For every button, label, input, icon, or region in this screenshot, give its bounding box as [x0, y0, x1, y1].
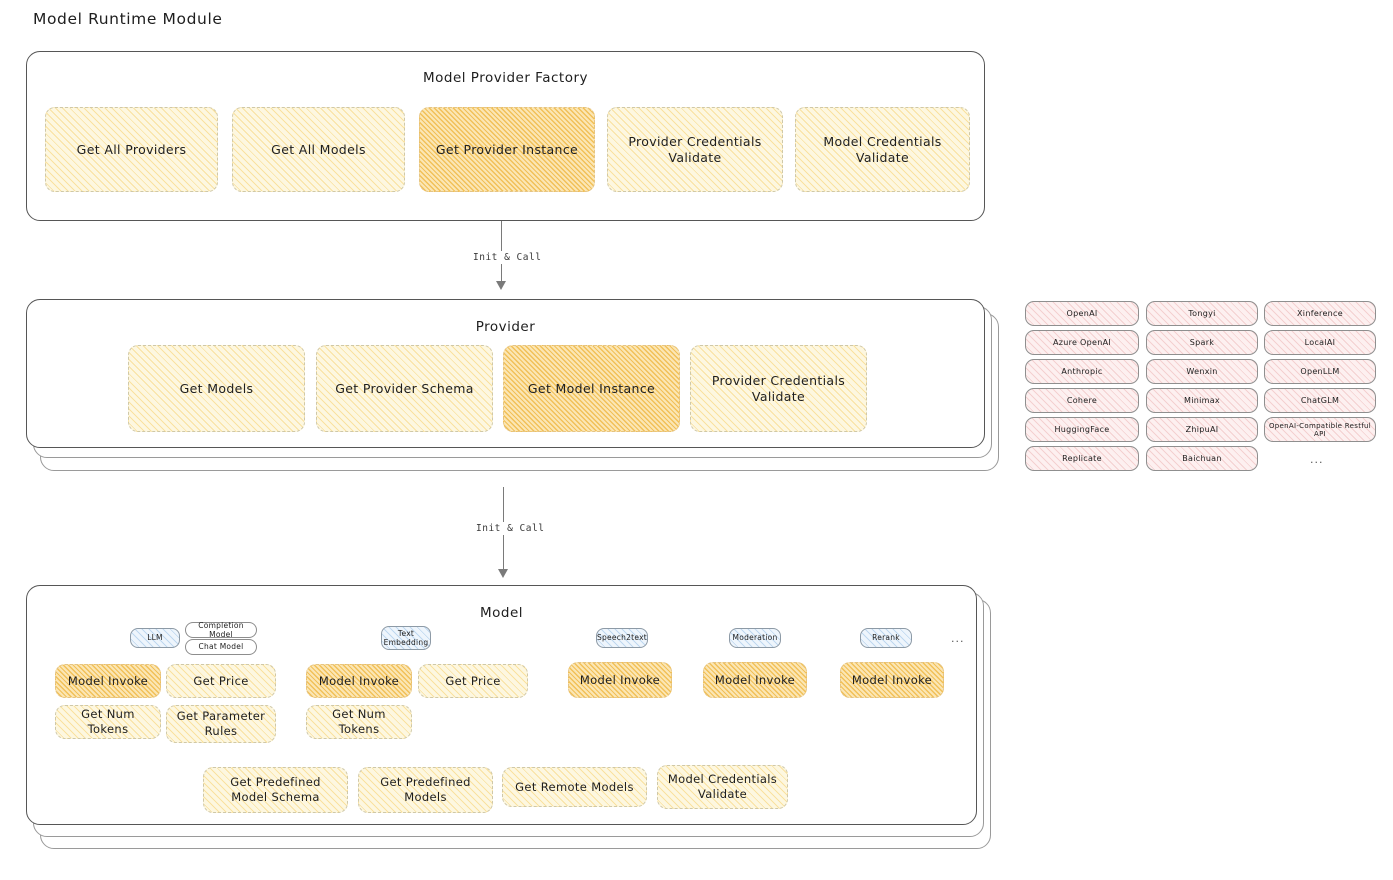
provider-chip-chatglm[interactable]: ChatGLM — [1264, 388, 1376, 413]
arrow-factory-to-provider-label: Init & Call — [470, 251, 545, 264]
node-text-embedding-model-invoke[interactable]: Model Invoke — [306, 664, 412, 698]
node-get-all-providers[interactable]: Get All Providers — [45, 107, 218, 192]
node-get-provider-instance[interactable]: Get Provider Instance — [419, 107, 595, 192]
node-model-credentials-validate[interactable]: Model Credentials Validate — [795, 107, 970, 192]
node-get-model-instance[interactable]: Get Model Instance — [503, 345, 680, 432]
provider-chip-anthropic[interactable]: Anthropic — [1025, 359, 1139, 384]
provider-list-more: ... — [1310, 453, 1324, 466]
node-provider-credentials-validate[interactable]: Provider Credentials Validate — [607, 107, 783, 192]
provider-chip-xinference[interactable]: Xinference — [1264, 301, 1376, 326]
model-subtype-chip-completion-model[interactable]: Completion Model — [185, 621, 257, 639]
provider-chip-openllm[interactable]: OpenLLM — [1264, 359, 1376, 384]
model-type-chip-moderation[interactable]: Moderation — [729, 628, 781, 648]
node-text-embedding-get-price[interactable]: Get Price — [418, 664, 528, 698]
node-get-models[interactable]: Get Models — [128, 345, 305, 432]
node-speech2text-model-invoke[interactable]: Model Invoke — [568, 662, 672, 698]
node-llm-model-invoke[interactable]: Model Invoke — [55, 664, 161, 698]
provider-chip-localai[interactable]: LocalAI — [1264, 330, 1376, 355]
node-get-remote-models[interactable]: Get Remote Models — [502, 767, 647, 807]
provider-chip-openai[interactable]: OpenAI — [1025, 301, 1139, 326]
node-llm-get-price[interactable]: Get Price — [166, 664, 276, 698]
provider-chip-tongyi[interactable]: Tongyi — [1146, 301, 1258, 326]
node-model-credentials-validate-2[interactable]: Model Credentials Validate — [657, 765, 788, 809]
provider-chip-cohere[interactable]: Cohere — [1025, 388, 1139, 413]
model-type-chip-llm[interactable]: LLM — [130, 628, 180, 648]
model-type-chip-speech2text[interactable]: Speech2text — [596, 628, 648, 648]
provider-chip-replicate[interactable]: Replicate — [1025, 446, 1139, 471]
provider-chip-baichuan[interactable]: Baichuan — [1146, 446, 1258, 471]
provider-chip-huggingface[interactable]: HuggingFace — [1025, 417, 1139, 442]
node-provider-credentials-validate-2[interactable]: Provider Credentials Validate — [690, 345, 867, 432]
provider-title: Provider — [475, 319, 536, 335]
model-title: Model — [479, 605, 524, 621]
provider-chip-openai-compatible-restful-api[interactable]: OpenAI-Compatible Restful API — [1264, 417, 1376, 442]
provider-chip-azure-openai[interactable]: Azure OpenAI — [1025, 330, 1139, 355]
node-get-provider-schema[interactable]: Get Provider Schema — [316, 345, 493, 432]
arrow-provider-to-model-head — [498, 569, 508, 578]
node-get-predefined-models[interactable]: Get Predefined Models — [358, 767, 493, 813]
model-type-chip-rerank[interactable]: Rerank — [860, 628, 912, 648]
page-title: Model Runtime Module — [33, 10, 223, 28]
node-get-predefined-model-schema[interactable]: Get Predefined Model Schema — [203, 767, 348, 813]
node-get-all-models[interactable]: Get All Models — [232, 107, 405, 192]
provider-chip-zhipuai[interactable]: ZhipuAI — [1146, 417, 1258, 442]
arrow-factory-to-provider-head — [496, 281, 506, 290]
model-provider-factory-title: Model Provider Factory — [422, 70, 588, 86]
model-type-chip-text-embedding[interactable]: Text Embedding — [381, 626, 431, 650]
model-subtype-chip-chat-model[interactable]: Chat Model — [185, 639, 257, 655]
node-text-embedding-get-num-tokens[interactable]: Get Num Tokens — [306, 705, 412, 739]
node-rerank-model-invoke[interactable]: Model Invoke — [840, 662, 944, 698]
provider-chip-spark[interactable]: Spark — [1146, 330, 1258, 355]
arrow-provider-to-model-label: Init & Call — [473, 522, 548, 535]
provider-chip-wenxin[interactable]: Wenxin — [1146, 359, 1258, 384]
model-types-more: ... — [951, 632, 965, 645]
node-moderation-model-invoke[interactable]: Model Invoke — [703, 662, 807, 698]
node-llm-get-parameter-rules[interactable]: Get Parameter Rules — [166, 705, 276, 743]
provider-chip-minimax[interactable]: Minimax — [1146, 388, 1258, 413]
node-llm-get-num-tokens[interactable]: Get Num Tokens — [55, 705, 161, 739]
